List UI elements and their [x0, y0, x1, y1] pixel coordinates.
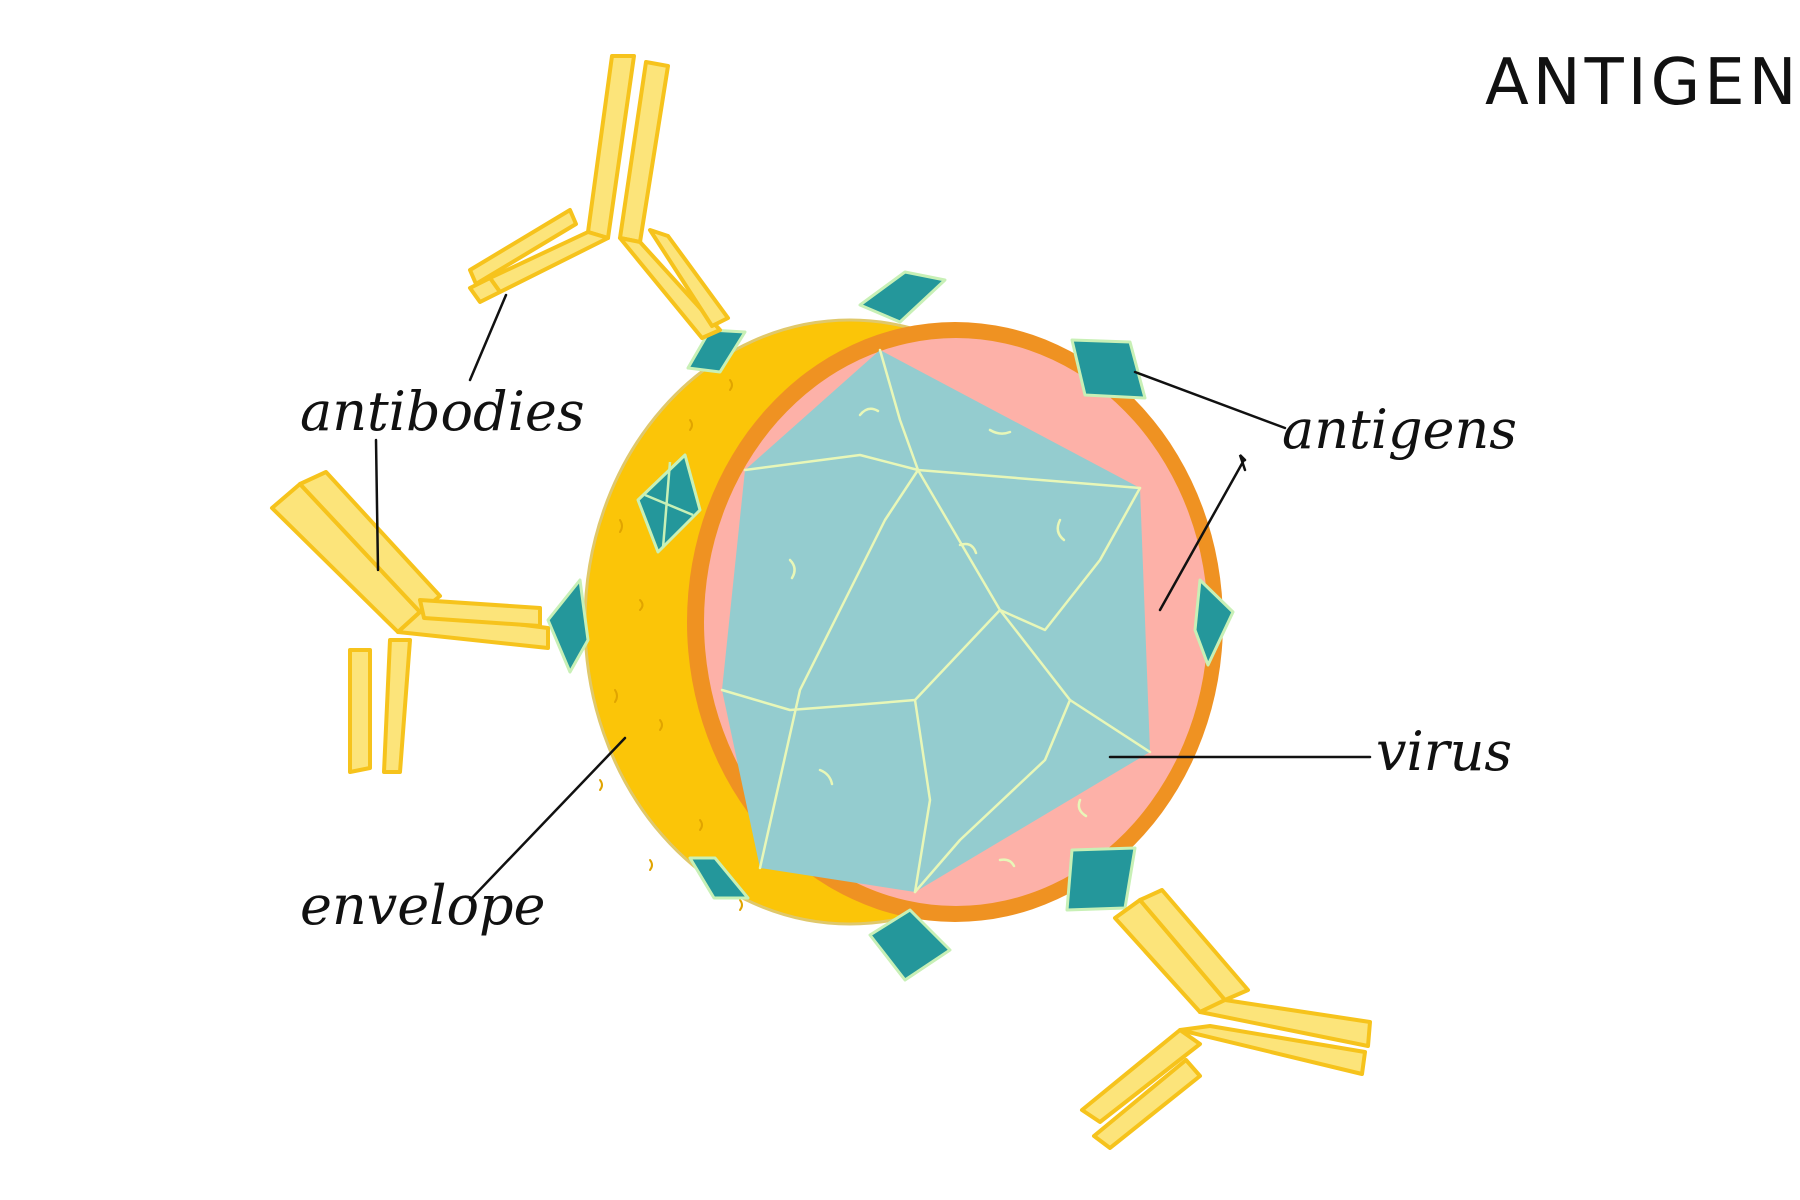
- diagram-title: ANTIGEN: [1485, 46, 1800, 120]
- envelope-texture: [599, 379, 743, 911]
- antigens-leader-bottom: [1158, 454, 1247, 612]
- antigen: [858, 270, 947, 324]
- antigen: [686, 328, 747, 374]
- antigen: [1070, 338, 1147, 400]
- antigen: [868, 908, 952, 982]
- antigen: [1065, 846, 1137, 912]
- antibodies-label: antibodies: [300, 380, 585, 443]
- antibody: [1080, 888, 1372, 1150]
- antigens-label: antigens: [1282, 398, 1517, 461]
- antibodies-leader-left: [374, 438, 380, 572]
- antigens-leader-top: [1133, 370, 1287, 430]
- envelope-label: envelope: [300, 874, 546, 937]
- antibody: [270, 470, 550, 774]
- antibodies-leader-top: [468, 293, 508, 382]
- antigens-group: [546, 270, 1235, 982]
- capsid: [722, 350, 1150, 892]
- envelope-leader: [468, 736, 627, 902]
- capsid-facet-lines: [720, 348, 1152, 894]
- virus-label: virus: [1376, 720, 1512, 783]
- antibodies-group: [270, 54, 1372, 1150]
- antigen-facet-lines: [644, 461, 694, 549]
- antigen: [546, 578, 590, 674]
- leader-lines: [374, 293, 1372, 902]
- antigen: [688, 856, 750, 900]
- antigen: [1193, 578, 1235, 667]
- virus-particle: [583, 318, 1223, 926]
- antibody: [468, 54, 730, 340]
